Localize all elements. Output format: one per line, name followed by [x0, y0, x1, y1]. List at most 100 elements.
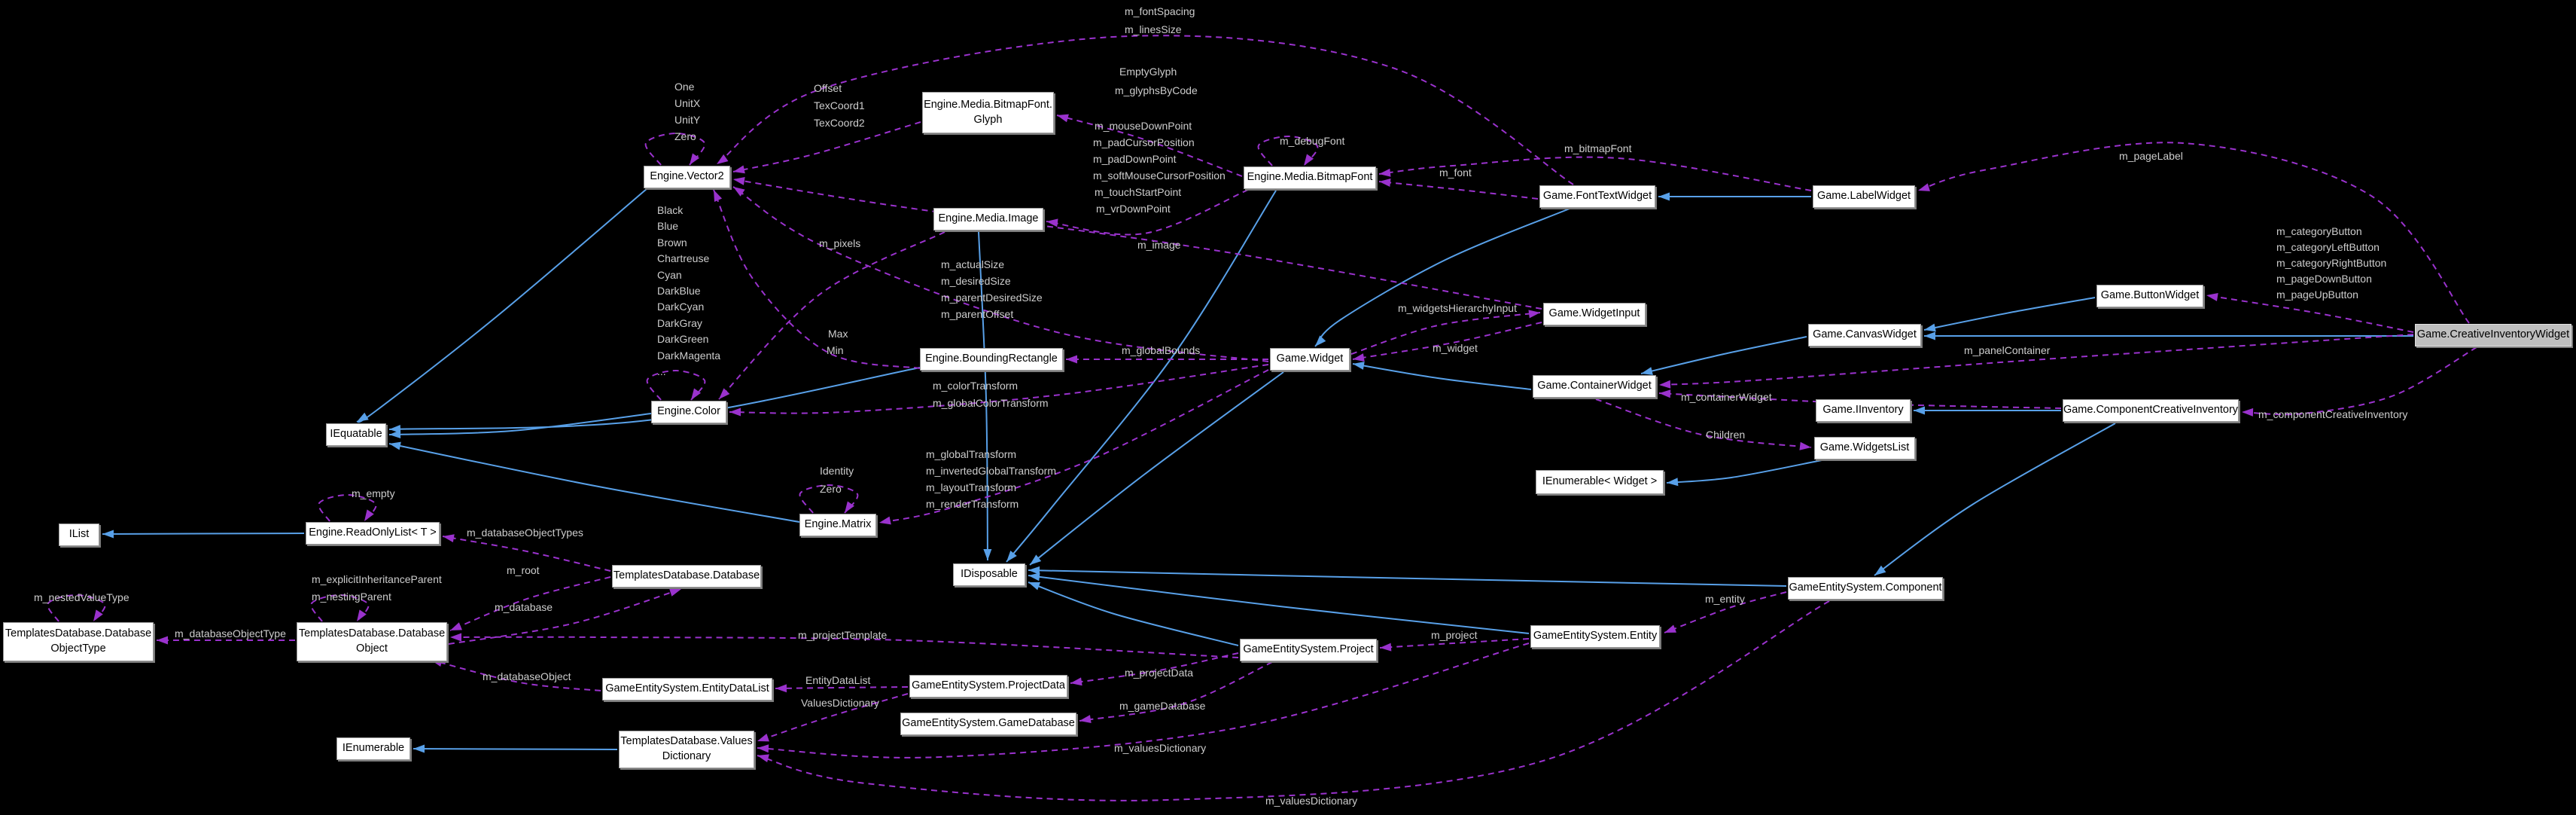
node-entity[interactable]: GameEntitySystem.Entity	[1530, 625, 1660, 648]
edge-label: TexCoord2	[814, 117, 865, 129]
edge-label: m_panelContainer	[1964, 344, 2051, 356]
edge-label: m_touchStartPoint	[1095, 186, 1182, 198]
node-templates-database[interactable]: TemplatesDatabase.Database	[612, 565, 761, 588]
node-widgets-list[interactable]: Game.WidgetsList	[1814, 437, 1915, 459]
edge-project-data-to-entity-data-list	[775, 686, 909, 689]
edge-media-bitmapfont-to-bitmapfont-glyph	[1056, 114, 1243, 177]
node-entity-data-list[interactable]: GameEntitySystem.EntityDataList	[602, 678, 772, 701]
node-game-database[interactable]: GameEntitySystem.GameDatabase	[900, 713, 1076, 735]
node-container-widget[interactable]: Game.ContainerWidget	[1533, 375, 1656, 398]
edge-label: Zero	[820, 483, 842, 495]
node-bitmapfont-glyph[interactable]: Engine.Media.BitmapFont. Glyph	[922, 92, 1054, 133]
arrowhead	[157, 636, 168, 645]
node-ilist[interactable]: IList	[59, 523, 99, 546]
node-iequatable[interactable]: IEquatable	[326, 423, 386, 446]
edge-creative-inventory-widget-to-component-creative-inventory	[2241, 346, 2477, 416]
edge-container-widget-to-widget	[1352, 363, 1532, 390]
node-media-image[interactable]: Engine.Media.Image	[933, 208, 1043, 230]
node-media-bitmapfont[interactable]: Engine.Media.BitmapFont	[1244, 166, 1376, 189]
edge-label: m_projectTemplate	[798, 629, 888, 641]
arrowhead	[1799, 441, 1811, 450]
node-database-object-type[interactable]: TemplatesDatabase.Database ObjectType	[3, 622, 154, 661]
node-idisposable[interactable]: IDisposable	[953, 563, 1025, 586]
edge-color-to-color	[646, 369, 706, 401]
node-ienumerable-widget[interactable]: IEnumerable< Widget >	[1536, 470, 1664, 494]
arrowhead	[1028, 582, 1040, 591]
edge-templates-database-to-database-object	[449, 576, 611, 631]
edge-project-to-idisposable	[1028, 581, 1239, 646]
edge-project-to-project-data	[1070, 652, 1239, 684]
node-values-dictionary[interactable]: TemplatesDatabase.Values Dictionary	[619, 731, 754, 768]
edge-entity-data-list-to-database-object	[430, 659, 601, 691]
edge-label: m_debugFont	[1280, 135, 1345, 147]
edge-container-widget-to-widgets-list	[1595, 398, 1812, 448]
arrowhead	[1659, 380, 1671, 389]
arrowhead	[1658, 192, 1670, 201]
arrowhead	[1028, 566, 1040, 575]
edge-label: m_layoutTransform	[926, 481, 1017, 493]
edge-label: m_mouseDownPoint	[1095, 120, 1192, 132]
arrowhead	[1924, 331, 1935, 340]
node-widget-input[interactable]: Game.WidgetInput	[1543, 303, 1646, 325]
edge-database-object-to-templates-database	[448, 588, 682, 645]
arrowhead	[389, 441, 401, 450]
arrowhead	[1315, 335, 1326, 346]
edge-widget-to-color	[729, 364, 1269, 414]
arrowhead	[389, 430, 401, 439]
arrowhead	[1528, 310, 1540, 319]
node-readonly-list[interactable]: Engine.ReadOnlyList< T >	[306, 522, 440, 545]
arrowhead	[1914, 406, 1925, 415]
edge-label: m_componentCreativeInventory	[2258, 408, 2408, 420]
edge-readonly-list-to-ilist	[102, 533, 305, 535]
node-component[interactable]: GameEntitySystem.Component	[1788, 577, 1943, 600]
edge-entity-to-idisposable	[1028, 575, 1530, 634]
edge-label: m_databaseObjectType	[175, 627, 286, 639]
edge-readonly-list-to-readonly-list	[318, 493, 377, 522]
arrowhead	[719, 388, 730, 399]
arrowhead	[1006, 550, 1017, 562]
arrowhead	[1079, 715, 1092, 724]
node-matrix[interactable]: Engine.Matrix	[799, 514, 876, 536]
edge-label: m_softMouseCursorPosition	[1093, 169, 1226, 182]
arrowhead	[775, 684, 787, 693]
edge-label: m_colorTransform	[933, 380, 1019, 392]
arrowhead	[729, 408, 741, 417]
arrowhead	[879, 516, 891, 525]
node-iinventory[interactable]: Game.IInventory	[1816, 399, 1911, 422]
node-canvas-widget[interactable]: Game.CanvasWidget	[1808, 324, 1921, 346]
node-font-text-widget[interactable]: Game.FontTextWidget	[1539, 185, 1655, 208]
arrowhead	[357, 412, 369, 422]
arrowhead	[1924, 323, 1936, 332]
node-color[interactable]: Engine.Color	[651, 401, 726, 423]
edge-label: m_vrDownPoint	[1096, 203, 1171, 215]
edge-bounding-rectangle-to-vector2	[713, 189, 921, 369]
node-component-creative-inventory[interactable]: Game.ComponentCreativeInventory	[2063, 399, 2239, 422]
node-project[interactable]: GameEntitySystem.Project	[1240, 639, 1377, 661]
edge-font-text-widget-to-vector2	[716, 35, 1574, 185]
arrowhead	[733, 165, 745, 174]
edge-label: m_pixels	[819, 237, 861, 249]
edge-widget-input-to-vector2	[732, 179, 1542, 310]
node-widget[interactable]: Game.Widget	[1270, 348, 1350, 371]
arrowhead	[1353, 353, 1365, 362]
edge-label: m_image	[1137, 239, 1181, 251]
node-ienumerable[interactable]: IEnumerable	[336, 737, 410, 760]
edge-matrix-to-matrix	[799, 484, 859, 514]
node-project-data[interactable]: GameEntitySystem.ProjectData	[909, 675, 1067, 697]
edge-label: Identity	[820, 465, 854, 477]
node-creative-inventory-widget[interactable]: Game.CreativeInventoryWidget	[2415, 324, 2571, 346]
edge-label: One	[674, 81, 695, 93]
edge-project-to-game-database	[1079, 661, 1273, 722]
arrowhead	[389, 424, 401, 433]
arrowhead	[1353, 362, 1365, 370]
node-label-widget[interactable]: Game.LabelWidget	[1813, 185, 1915, 208]
edge-label: Black	[657, 204, 684, 216]
edge-database-object-type-to-database-object-type	[47, 594, 106, 622]
arrowhead	[1379, 179, 1391, 187]
node-database-object[interactable]: TemplatesDatabase.Database Object	[297, 622, 447, 661]
arrowhead	[2206, 292, 2218, 301]
node-button-widget[interactable]: Game.ButtonWidget	[2096, 285, 2203, 307]
node-vector2[interactable]: Engine.Vector2	[644, 166, 730, 188]
node-bounding-rectangle[interactable]: Engine.BoundingRectangle	[920, 348, 1063, 371]
edge-label: m_nestingParent	[312, 591, 391, 603]
